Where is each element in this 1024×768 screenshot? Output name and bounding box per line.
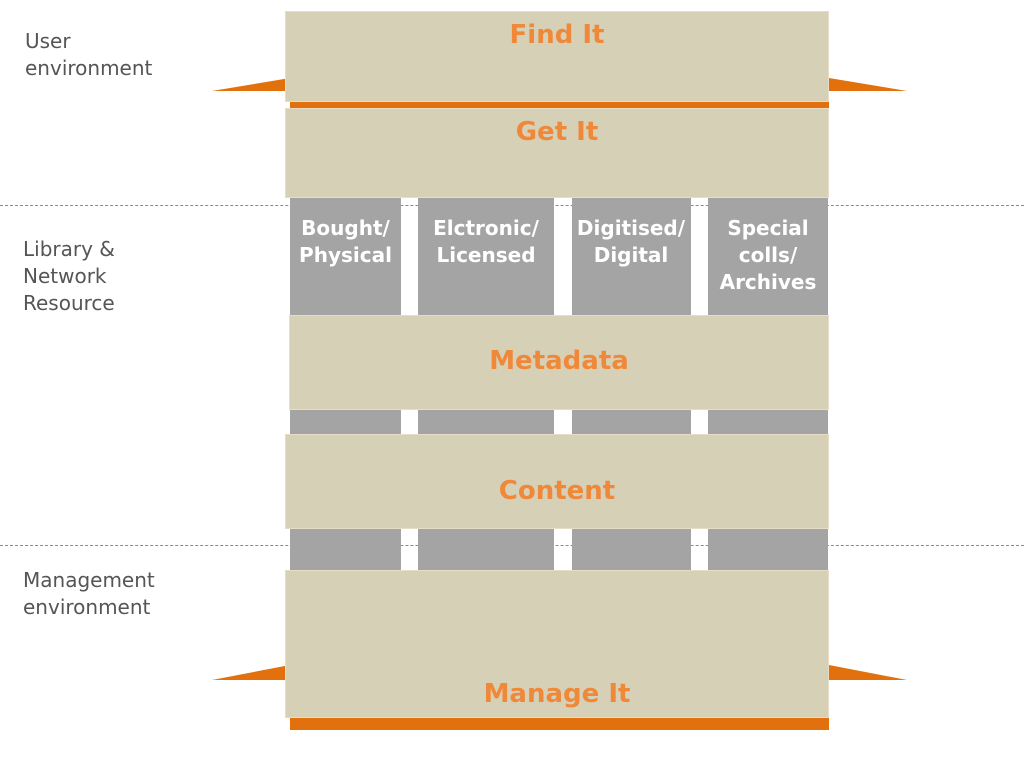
panel-title-get-it: Get It	[515, 117, 599, 147]
panel-find-it: Find It	[286, 12, 828, 101]
column-label-electronic-licensed: Elctronic/ Licensed	[433, 216, 539, 267]
panel-title-find-it: Find It	[509, 20, 605, 50]
column-label-special-collections: Special colls/ Archives	[719, 216, 817, 294]
panel-get-it: Get It	[286, 109, 828, 197]
column-label-digitised-digital: Digitised/ Digital	[576, 216, 686, 267]
panel-content: Content	[286, 435, 828, 528]
panel-title-manage-it: Manage It	[483, 679, 631, 709]
panel-title-content: Content	[498, 476, 616, 506]
panel-manage-it: Manage It	[286, 571, 828, 717]
panel-title-metadata: Metadata	[489, 346, 629, 376]
zone-label-library: Library & Network Resource	[23, 237, 115, 315]
panel-metadata: Metadata	[290, 316, 828, 409]
zone-label-management: Management environment	[23, 568, 155, 619]
zone-label-user: User environment	[25, 29, 153, 80]
column-label-bought-physical: Bought/ Physical	[299, 216, 392, 267]
